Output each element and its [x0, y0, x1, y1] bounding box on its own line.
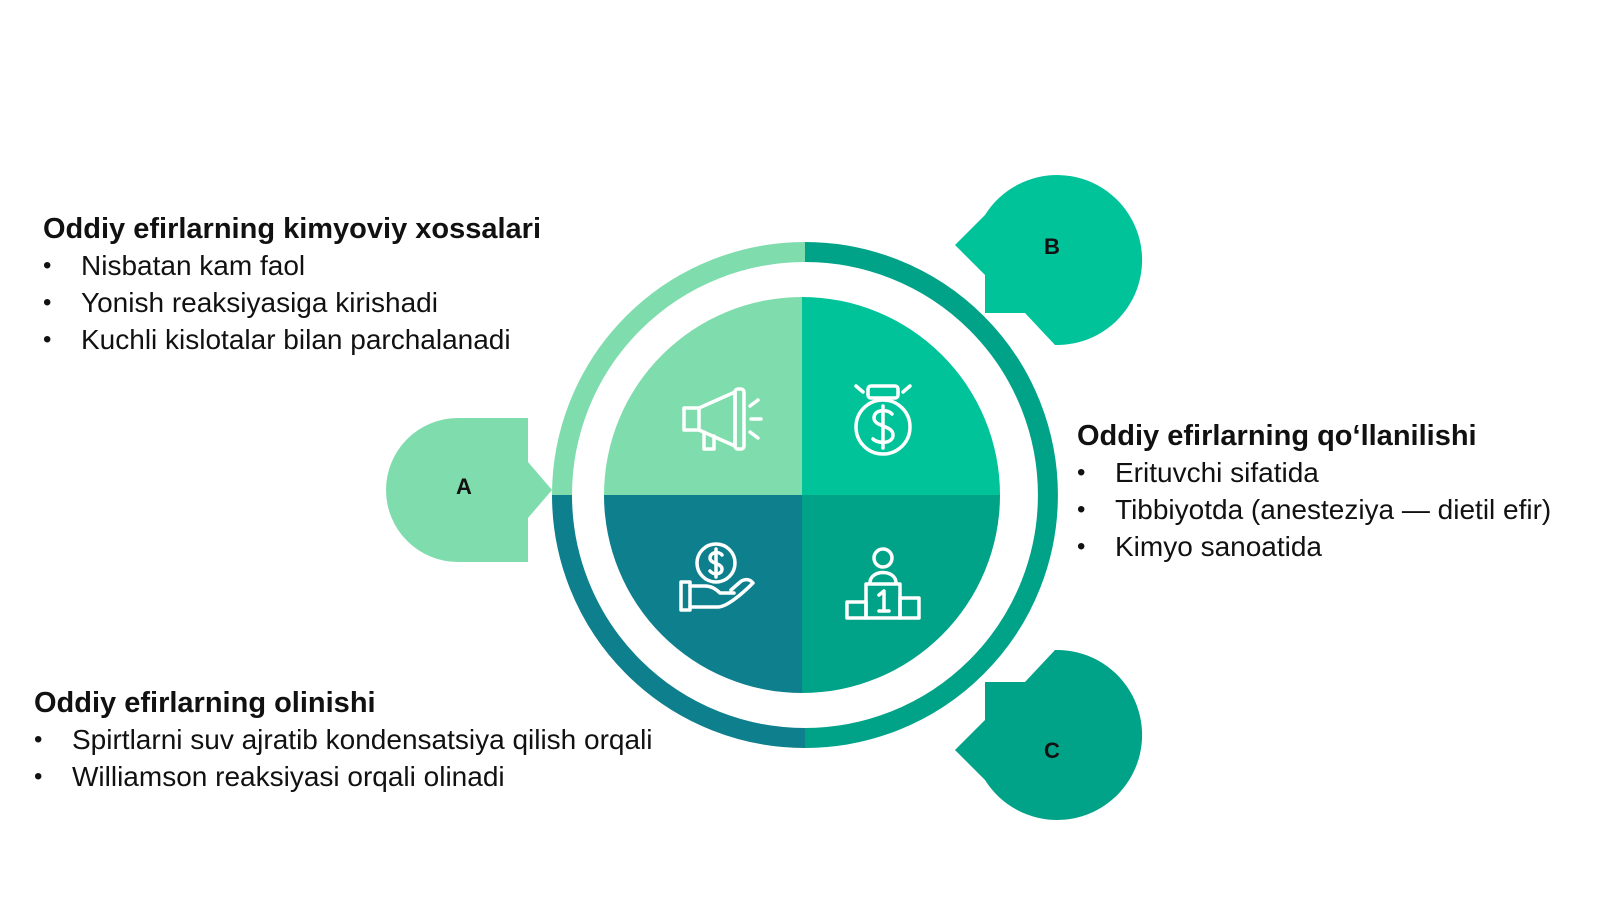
- ring-arc-right: [804, 242, 1058, 748]
- applications-block: Oddiy efirlarning qo‘llanilishi Erituvch…: [1077, 418, 1551, 565]
- megaphone-icon: [682, 387, 763, 451]
- marker-c-label: C: [1044, 738, 1060, 763]
- list-item: Tibbiyotda (anesteziya — dietil efir): [1077, 491, 1551, 528]
- marker-b-label: B: [1044, 234, 1060, 259]
- chemical-properties-list: Nisbatan kam faol Yonish reaksiyasiga ki…: [43, 247, 541, 358]
- applications-list: Erituvchi sifatida Tibbiyotda (anesteziy…: [1077, 454, 1551, 565]
- preparation-title: Oddiy efirlarning olinishi: [34, 687, 376, 719]
- quadrant-bottom-left: [604, 495, 802, 693]
- chemical-properties-title: Oddiy efirlarning kimyoviy xossalari: [43, 213, 542, 245]
- money-bag-icon: [854, 384, 912, 456]
- chemical-properties-block: Oddiy efirlarning kimyoviy xossalari Nis…: [43, 211, 541, 358]
- list-item: Yonish reaksiyasiga kirishadi: [43, 284, 541, 321]
- list-item: Erituvchi sifatida: [1077, 454, 1551, 491]
- list-item: Spirtlarni suv ajratib kondensatsiya qil…: [34, 721, 653, 758]
- ring-arc-top-left: [552, 242, 806, 496]
- preparation-block: Oddiy efirlarning olinishi Spirtlarni su…: [34, 685, 653, 795]
- podium-icon: [845, 547, 921, 620]
- quadrant-top-right: [802, 297, 1000, 495]
- preparation-list: Spirtlarni suv ajratib kondensatsiya qil…: [34, 721, 653, 795]
- marker-a-label: A: [456, 474, 472, 499]
- list-item: Kuchli kislotalar bilan parchalanadi: [43, 321, 541, 358]
- ring-arc-bottom-left: [552, 494, 806, 748]
- quadrant-top-left: [604, 297, 802, 495]
- list-item: Kimyo sanoatida: [1077, 528, 1551, 565]
- marker-b-shape: [955, 175, 1143, 346]
- marker-a-shape: [386, 418, 552, 562]
- hand-coin-icon: [679, 542, 755, 612]
- list-item: Nisbatan kam faol: [43, 247, 541, 284]
- marker-c-shape: [955, 649, 1143, 820]
- list-item: Williamson reaksiyasi orqali olinadi: [34, 758, 653, 795]
- applications-title: Oddiy efirlarning qo‘llanilishi: [1077, 420, 1477, 452]
